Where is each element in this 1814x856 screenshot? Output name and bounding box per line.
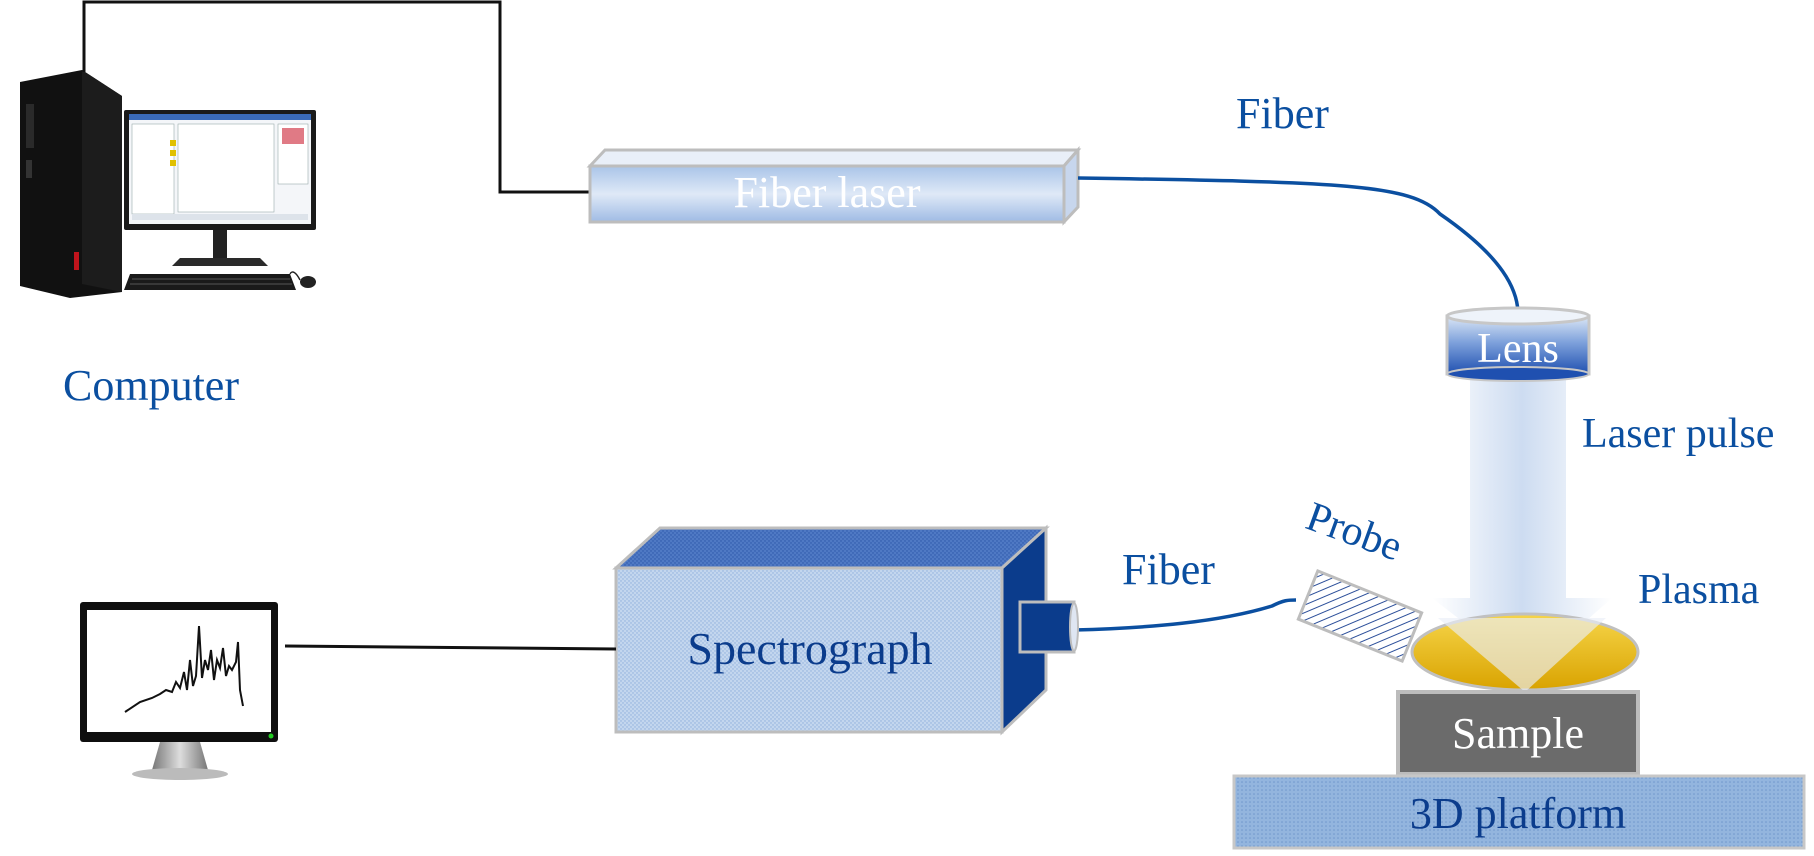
fiber-top-label: Fiber — [1236, 89, 1329, 138]
computer-label: Computer — [63, 361, 239, 410]
fiber-laser-unit — [586, 146, 1082, 226]
laser-pulse-beam — [1432, 378, 1612, 672]
fiber-laser-label: Fiber laser — [734, 168, 921, 217]
sample-block — [1396, 690, 1640, 776]
probe-label: Probe — [1300, 494, 1408, 571]
spectrograph-box — [612, 524, 1079, 736]
fiber-bottom-label: Fiber — [1122, 545, 1215, 594]
fiber-cable-top — [1077, 176, 1520, 313]
laser-pulse-label: Laser pulse — [1582, 411, 1774, 457]
lens — [1445, 306, 1591, 382]
probe — [1296, 568, 1424, 664]
control-cable — [82, 0, 592, 194]
plasma-label: Plasma — [1638, 567, 1760, 613]
lens-label: Lens — [1477, 326, 1559, 372]
spectrograph-label: Spectrograph — [687, 623, 932, 674]
desktop-pc-icon — [20, 70, 316, 298]
platform-label: 3D platform — [1410, 789, 1626, 838]
sample-label: Sample — [1452, 709, 1584, 758]
spectrum-monitor-icon — [80, 602, 278, 780]
fiber-cable-bottom — [1073, 598, 1297, 632]
plasma-cone — [1438, 618, 1606, 692]
3d-platform — [1232, 774, 1806, 850]
data-cable — [284, 644, 617, 651]
